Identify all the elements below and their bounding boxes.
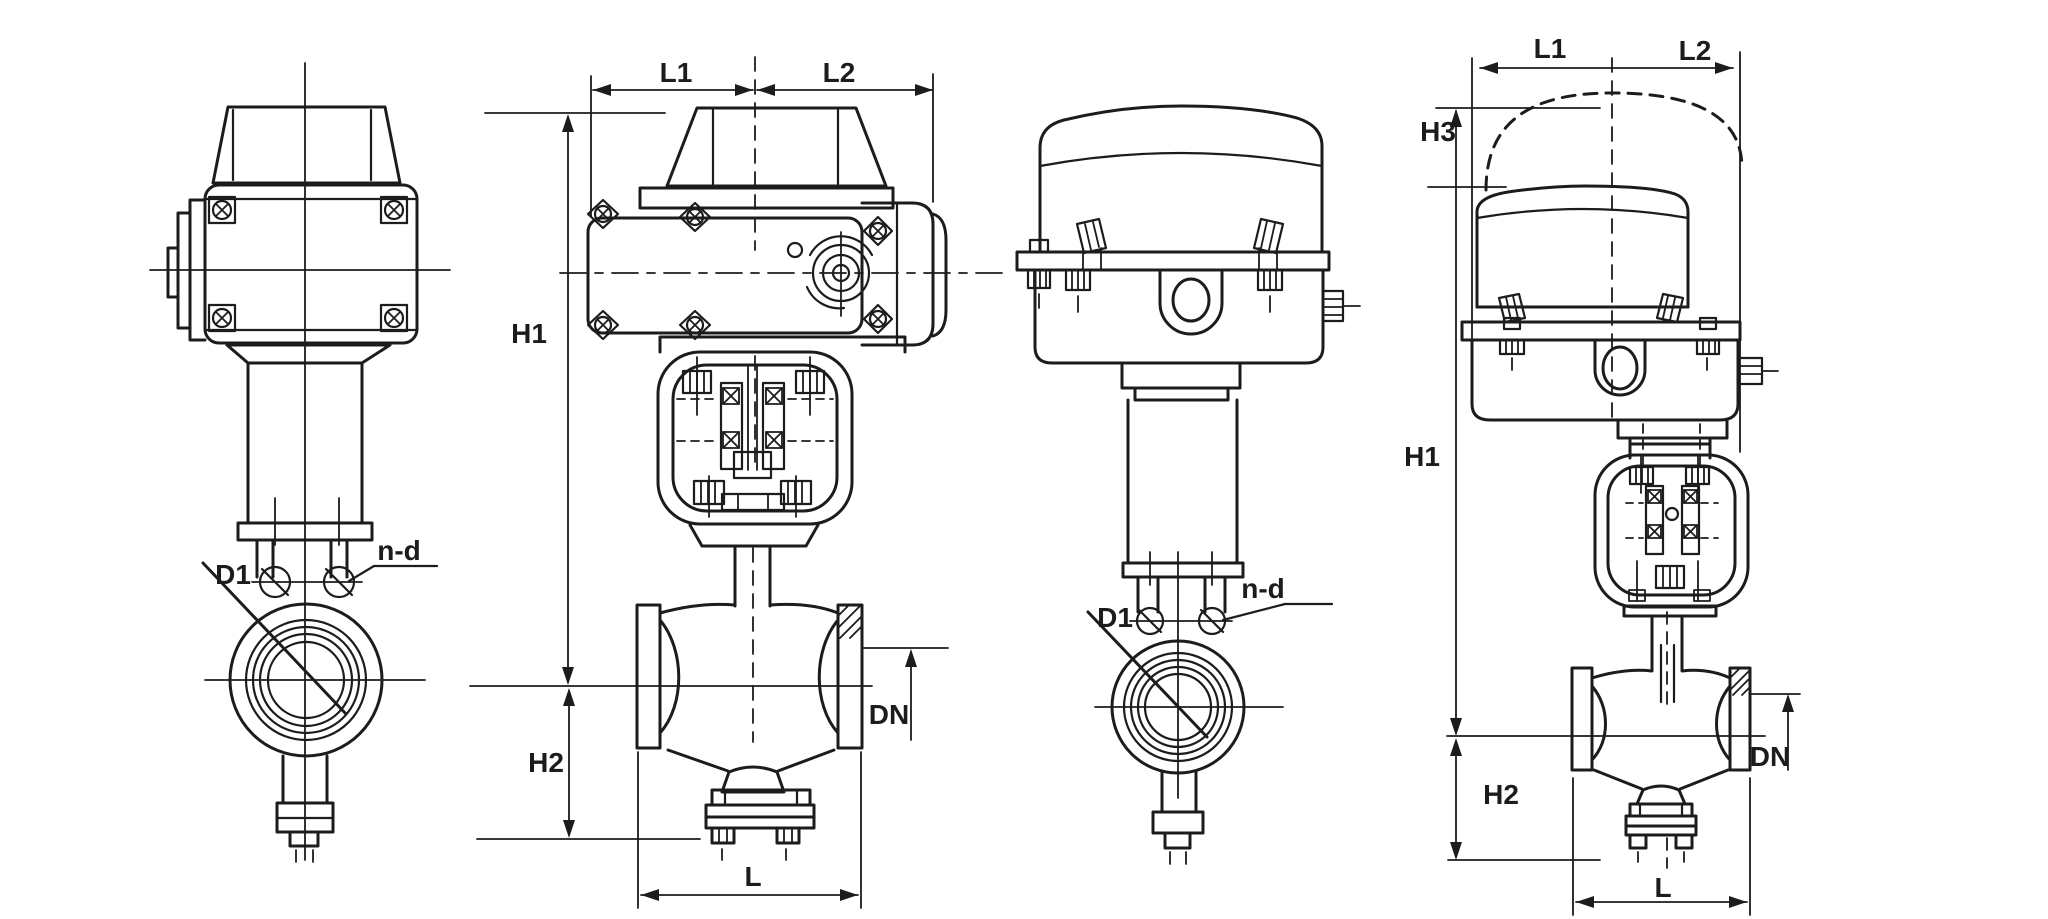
dim-label-l1: L1: [1534, 33, 1567, 64]
dim-label-l: L: [1654, 872, 1671, 903]
cable-terminal: [1321, 289, 1361, 323]
nd-leader-line: [347, 564, 439, 583]
cable-terminal: [1736, 356, 1779, 386]
view-dome-valve-side: D1 n-d: [1015, 104, 1361, 865]
view-dome-valve-front: L1 L2 H3 H1 H2 DN L: [1404, 33, 1801, 916]
indicator-light: [786, 241, 804, 259]
view-flanged-valve-side: D1 n-d: [149, 62, 451, 863]
dim-label-l2: L2: [1679, 35, 1712, 66]
dim-label-l: L: [744, 861, 761, 892]
corner-screws: [207, 195, 409, 333]
dim-label-dn: DN: [869, 699, 909, 730]
dim-label-h2: H2: [1483, 779, 1519, 810]
nd-leader-line: [1221, 602, 1334, 622]
cover-clips: [1075, 217, 1285, 271]
raised-cover-outline: [1484, 91, 1744, 192]
dim-label-l1: L1: [660, 57, 693, 88]
valve-body: [635, 602, 864, 861]
body-screws: [586, 198, 894, 341]
d1-leader-line: [1086, 610, 1209, 739]
dim-label-l2: L2: [823, 57, 856, 88]
dim-label-nd: n-d: [377, 535, 421, 566]
yoke-mechanism: [676, 356, 834, 518]
manual-knob: [805, 231, 874, 317]
valve-body: [1570, 666, 1752, 863]
dim-label-d1: D1: [1097, 602, 1133, 633]
yoke-mechanism: [1625, 456, 1719, 602]
dim-label-h2: H2: [528, 747, 564, 778]
dim-label-h1: H1: [1404, 441, 1440, 472]
plate-bolts: [1498, 316, 1721, 371]
dim-label-d1: D1: [215, 559, 251, 590]
dim-label-h1: H1: [511, 318, 547, 349]
dim-label-dn: DN: [1750, 741, 1790, 772]
d1-leader-line: [201, 561, 348, 716]
view-flanged-valve-front: L1 L2 H1 H2 DN L: [469, 56, 1011, 909]
dim-label-nd: n-d: [1241, 573, 1285, 604]
dim-label-h3: H3: [1420, 116, 1456, 147]
